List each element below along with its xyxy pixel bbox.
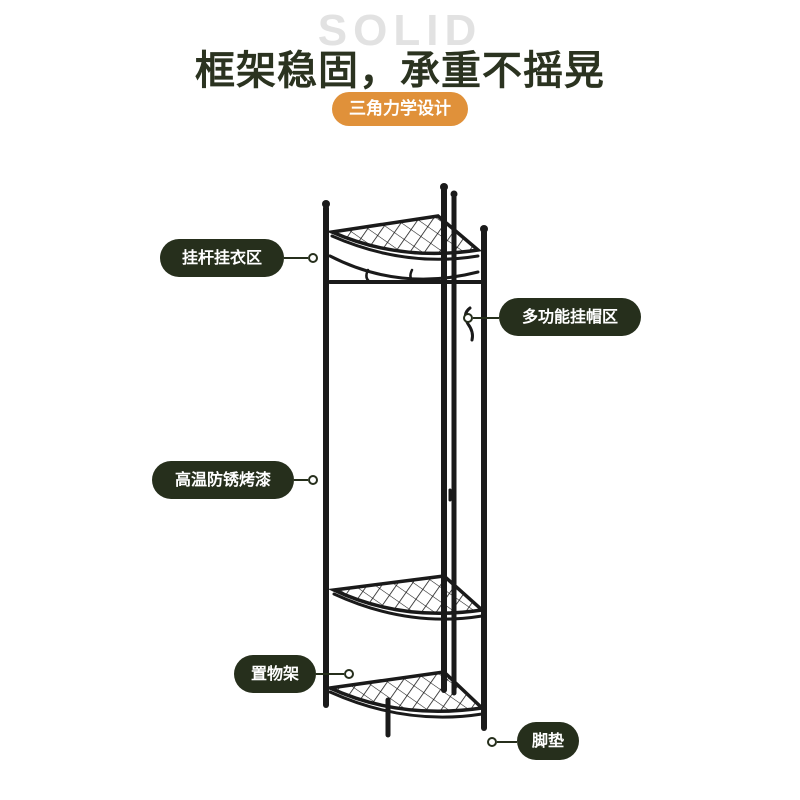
connector-dot xyxy=(308,475,318,485)
connector-line xyxy=(316,673,344,675)
connector-line xyxy=(497,741,517,743)
watermark-text: SOLID xyxy=(317,6,483,55)
connector-line xyxy=(473,317,499,319)
label-hat-hooks: 多功能挂帽区 xyxy=(499,298,641,336)
label-hanging-rod: 挂杆挂衣区 xyxy=(160,239,284,277)
hook-right xyxy=(409,268,416,284)
subtitle-badge: 三角力学设计 xyxy=(332,92,468,126)
connector-line xyxy=(294,479,308,481)
middle-shelf xyxy=(327,574,486,621)
top-shelf xyxy=(325,214,486,284)
connector-line xyxy=(284,257,308,259)
connector-dot xyxy=(487,737,497,747)
connector-dot xyxy=(344,669,354,679)
connector-dot xyxy=(463,313,473,323)
label-anti-rust-paint: 高温防锈烤漆 xyxy=(152,461,294,499)
label-foot-pad: 脚垫 xyxy=(517,722,579,760)
hat-hook xyxy=(463,306,474,342)
bottom-shelf xyxy=(323,670,486,719)
page-headline: 框架稳固，承重不摇晃 xyxy=(195,48,605,94)
connector-dot xyxy=(308,253,318,263)
hook-left xyxy=(365,268,372,284)
label-storage-rack: 置物架 xyxy=(234,655,316,693)
